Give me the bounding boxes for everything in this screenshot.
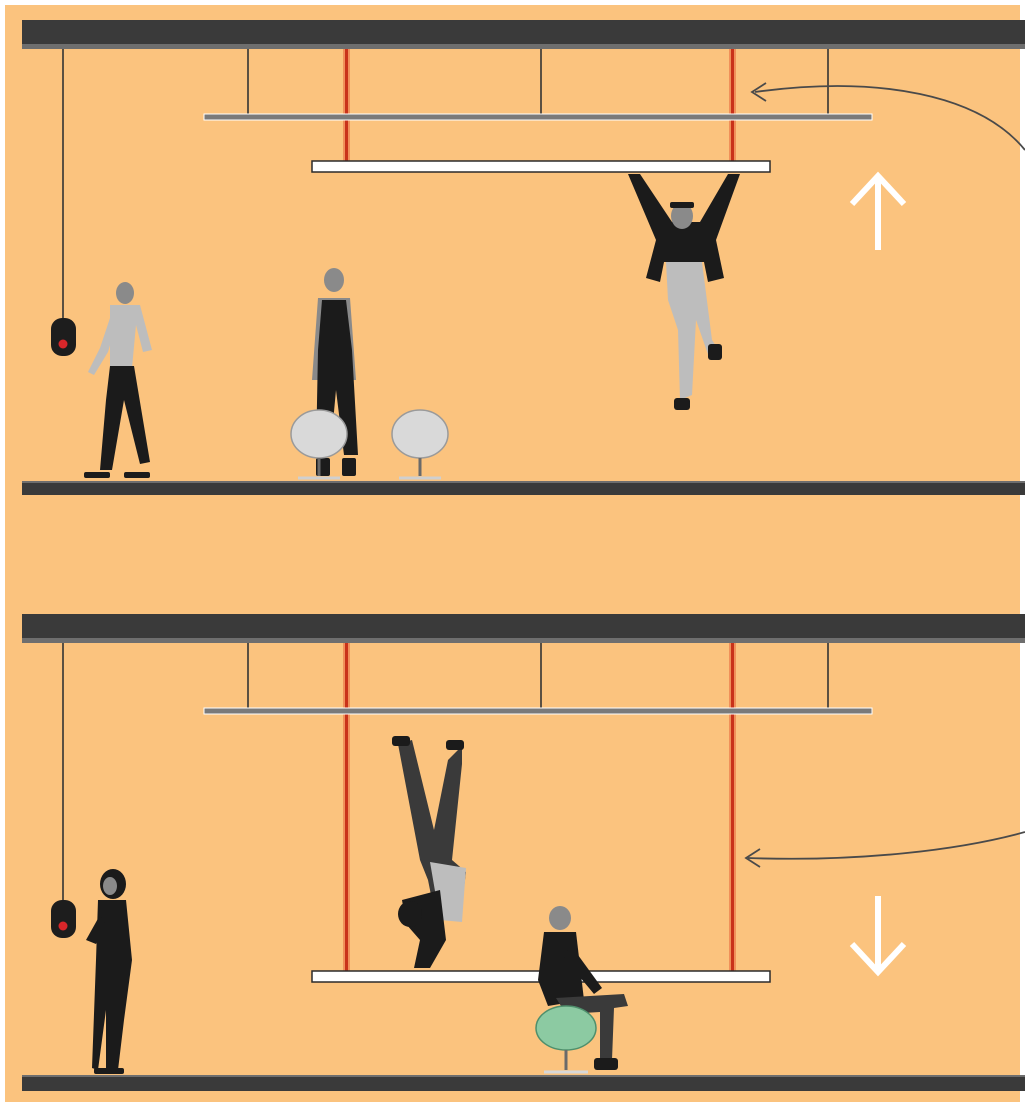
lift-strap-right-core bbox=[731, 49, 734, 161]
floor-slab bbox=[22, 482, 1025, 495]
floor-slab-edge bbox=[22, 1075, 1025, 1077]
lift-platform bbox=[312, 161, 770, 172]
upper-rail bbox=[204, 114, 872, 120]
lift-strap-left-core bbox=[345, 643, 348, 971]
ceiling-slab bbox=[22, 614, 1025, 641]
pendant-control-icon bbox=[51, 900, 76, 938]
lift-strap-left-core bbox=[345, 49, 348, 161]
pendant-control-icon bbox=[51, 318, 76, 356]
lift-strap-right-core bbox=[731, 643, 734, 971]
ceiling-slab bbox=[22, 20, 1025, 47]
floor-slab bbox=[22, 1076, 1025, 1091]
ceiling-slab-edge bbox=[22, 638, 1025, 643]
floor-slab-edge bbox=[22, 481, 1025, 483]
upper-rail bbox=[204, 708, 872, 714]
ceiling-slab-edge bbox=[22, 44, 1025, 49]
